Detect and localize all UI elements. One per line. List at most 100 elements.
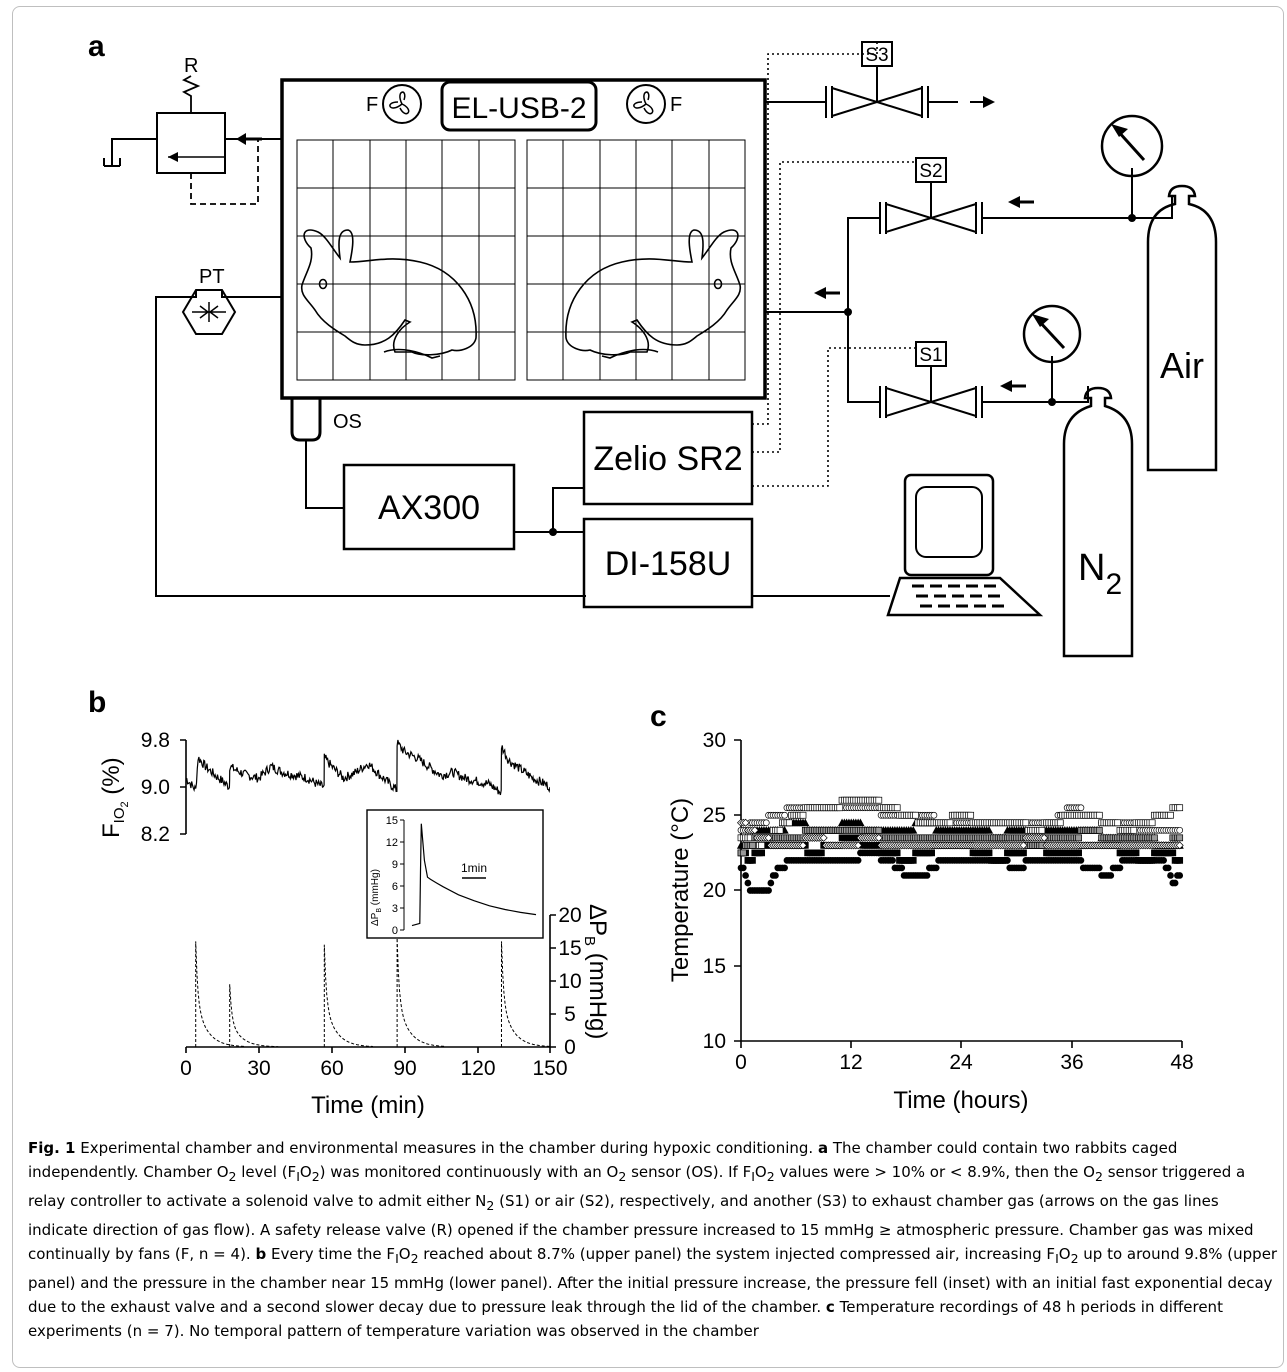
caption-text: values were > 10% or < 8.9%, then the O: [774, 1163, 1095, 1181]
temperature-marker: [1176, 872, 1184, 879]
caption-text: reached about 8.7% (upper panel) the sys…: [418, 1245, 1056, 1263]
valve-s2-icon: [879, 157, 983, 234]
rabbit-right: [565, 229, 742, 359]
caption-sub: I: [751, 1169, 755, 1184]
temperature-marker: [762, 819, 770, 827]
relief-valve-box: [156, 112, 226, 174]
relief-piping: [103, 138, 282, 167]
cage-grid: [297, 140, 745, 380]
temperature-marker: [739, 864, 747, 872]
temperature-marker: [1077, 857, 1085, 864]
caption-sub: 2: [1070, 1251, 1079, 1266]
temperature-marker: [1151, 834, 1158, 842]
hour-tick: 36: [1060, 1051, 1083, 1074]
temperature-markers: [736, 796, 1184, 894]
fan-icon: [382, 84, 422, 124]
temperature-marker: [765, 887, 772, 894]
temperature-marker: [856, 818, 865, 827]
temperature-marker: [1160, 857, 1167, 864]
pressure-tick: 20: [558, 904, 581, 927]
panel-b-label: b: [88, 686, 106, 719]
fio2-axis: [180, 739, 187, 835]
caption-sub: 2: [1094, 1169, 1103, 1184]
temperature-marker: [928, 849, 935, 857]
temperature-marker: [1056, 819, 1064, 827]
temperature-marker: [781, 864, 788, 872]
temperature-marker: [750, 826, 759, 835]
pressure-axis-label: ΔPB (mmHg): [581, 904, 611, 1039]
pressure-spike: [396, 938, 446, 1048]
caption-text: ) was monitored continuously with an O: [319, 1163, 619, 1181]
pressure-x-title: Time (min): [311, 1092, 425, 1119]
temperature-marker: [1019, 841, 1028, 850]
caption-text: O: [398, 1245, 411, 1263]
inset-axis: [400, 819, 405, 931]
time-tick: 30: [247, 1057, 270, 1080]
temperature-marker: [742, 872, 749, 879]
caption-text: O: [1058, 1245, 1071, 1263]
chamber-box: [280, 78, 767, 400]
caption-text: (S1) or air (S2), respectively, and anot…: [28, 1192, 1254, 1263]
temp-tick: 25: [703, 804, 726, 827]
temperature-axes: [734, 739, 1183, 1048]
valve-s3-label: S3: [865, 45, 888, 66]
pressure-tick: 5: [564, 1003, 576, 1026]
temperature-marker: [1095, 826, 1103, 834]
inset-series-line: [411, 823, 537, 927]
air-cylinder-icon: [1146, 184, 1218, 472]
pt-signal-line: [155, 290, 586, 597]
temperature-marker: [1171, 879, 1179, 887]
temperature-marker: [1077, 804, 1085, 812]
rabbit-left: [300, 229, 477, 359]
temperature-marker: [772, 872, 779, 879]
fan-label-right: F: [670, 94, 682, 116]
caption-text: Every time the F: [266, 1245, 396, 1263]
os-cable: [305, 440, 344, 509]
pressure-axes: [185, 914, 556, 1053]
oxygen-sensor-icon: [290, 398, 322, 442]
caption-text: Experimental chamber and environmental m…: [75, 1139, 818, 1157]
ax300-label: AX300: [378, 489, 480, 527]
caption-sub: 2: [486, 1198, 495, 1213]
hour-tick: 48: [1170, 1051, 1193, 1074]
nitrogen-cylinder-icon: [1062, 386, 1134, 658]
inset-ticks: 15 12 9 6 3 0: [386, 815, 398, 937]
time-tick: 60: [320, 1057, 343, 1080]
fio2-tick: 9.0: [141, 776, 170, 799]
fio2-pressure-panel: b 9.8 9.0 8.2 FIO2 (%) 0 30 60 90 120 15…: [88, 686, 611, 1119]
pressure-xticks: 0 30 60 90 120 150: [180, 1057, 567, 1080]
relief-label: R: [184, 55, 198, 77]
analyzer-links: [514, 487, 584, 533]
fio2-tick: 8.2: [141, 823, 170, 846]
temperature-marker: [741, 818, 750, 827]
temperature-marker: [1176, 857, 1184, 864]
inset-tick: 0: [392, 925, 398, 937]
pressure-traces: [195, 938, 550, 1048]
temperature-marker: [854, 857, 862, 864]
n2-label: N2: [1078, 547, 1122, 601]
inset-axis-label: ΔPB (mmHg): [370, 869, 383, 926]
fio2-ticks: 9.8 9.0 8.2: [141, 729, 170, 846]
figure-caption: Fig. 1 Experimental chamber and environm…: [28, 1136, 1278, 1343]
temperature-marker: [1164, 864, 1172, 872]
temperature-marker: [984, 826, 994, 834]
pressure-tick: 15: [558, 937, 581, 960]
caption-text: O: [299, 1163, 312, 1181]
temperature-marker: [875, 796, 883, 804]
temperature-marker: [889, 857, 896, 864]
caption-fig-label: Fig. 1: [28, 1139, 76, 1157]
temperature-panel: c 30 25 20 15 10 0 12 24 36 48 Temperatu…: [650, 700, 1194, 1114]
caption-sub: 2: [766, 1169, 775, 1184]
temperature-marker: [930, 811, 938, 819]
temperature-marker: [801, 818, 810, 827]
temperature-xticks: 0 12 24 36 48: [735, 1051, 1194, 1074]
temperature-marker: [1107, 872, 1115, 879]
time-tick: 90: [393, 1057, 416, 1080]
fan-icon: [626, 84, 666, 124]
temperature-marker: [1148, 857, 1156, 864]
inset-tick: 9: [392, 859, 398, 871]
temperature-marker: [893, 849, 901, 857]
fio2-tick: 9.8: [141, 729, 170, 752]
air-label: Air: [1160, 345, 1204, 386]
el-usb-2-label: EL-USB-2: [451, 92, 586, 125]
